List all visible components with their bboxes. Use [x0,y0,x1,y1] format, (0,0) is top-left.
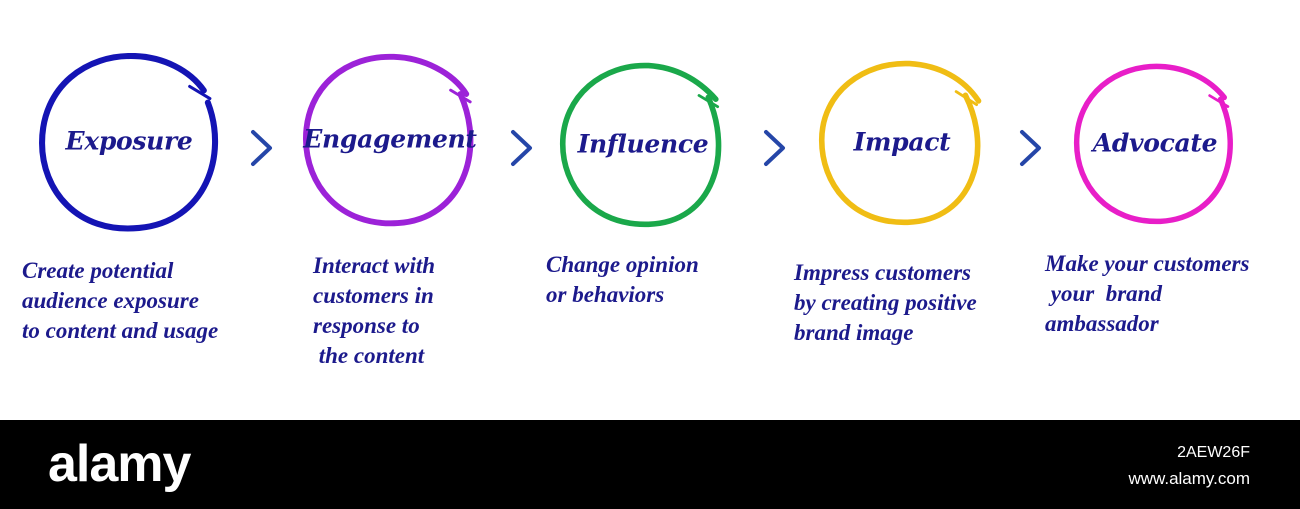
chevron-right-icon [251,130,272,166]
image-code: 2AEW26F [1177,444,1250,461]
advocate-circle: Advocate [1073,52,1237,234]
stage-description-impact: Impress customers by creating positive b… [794,260,977,345]
influence-circle: Influence [553,60,733,228]
stage-title-advocate: Advocate [1092,128,1218,158]
stage-title-exposure: Exposure [65,126,193,156]
site-url: www.alamy.com [1128,469,1250,488]
influence-ring-icon [559,62,722,228]
chevron-right-icon [511,130,532,166]
stage-description-engagement: Interact with customers in response to t… [313,253,436,368]
watermark-footer: alamy 2AEW26F www.alamy.com [0,420,1300,509]
exposure-ring-icon [39,53,219,232]
stage-description-advocate: Make your customers your brand ambassado… [1045,251,1250,336]
stage-title-influence: Influence [577,129,709,159]
engagement-circle: Engagement [302,50,478,228]
stage-title-impact: Impact [853,127,951,157]
alamy-logo: alamy [48,435,191,493]
impact-ring-icon [818,60,982,226]
exposure-circle: Exposure [38,50,220,232]
stage-description-influence: Change opinion or behaviors [546,252,699,307]
stage-title-engagement: Engagement [303,124,477,154]
engagement-ring-icon [302,53,474,227]
impact-circle: Impact [812,58,992,226]
stage-description-exposure: Create potential audience exposure to co… [22,258,219,343]
watermark-info: 2AEW26F www.alamy.com [1128,440,1250,492]
advocate-ring-icon [1073,63,1233,225]
diagram-canvas: Exposure Engagement Influence Impact Adv… [22,50,1250,368]
chevron-right-icon [1020,130,1041,166]
chevron-right-icon [764,130,785,166]
